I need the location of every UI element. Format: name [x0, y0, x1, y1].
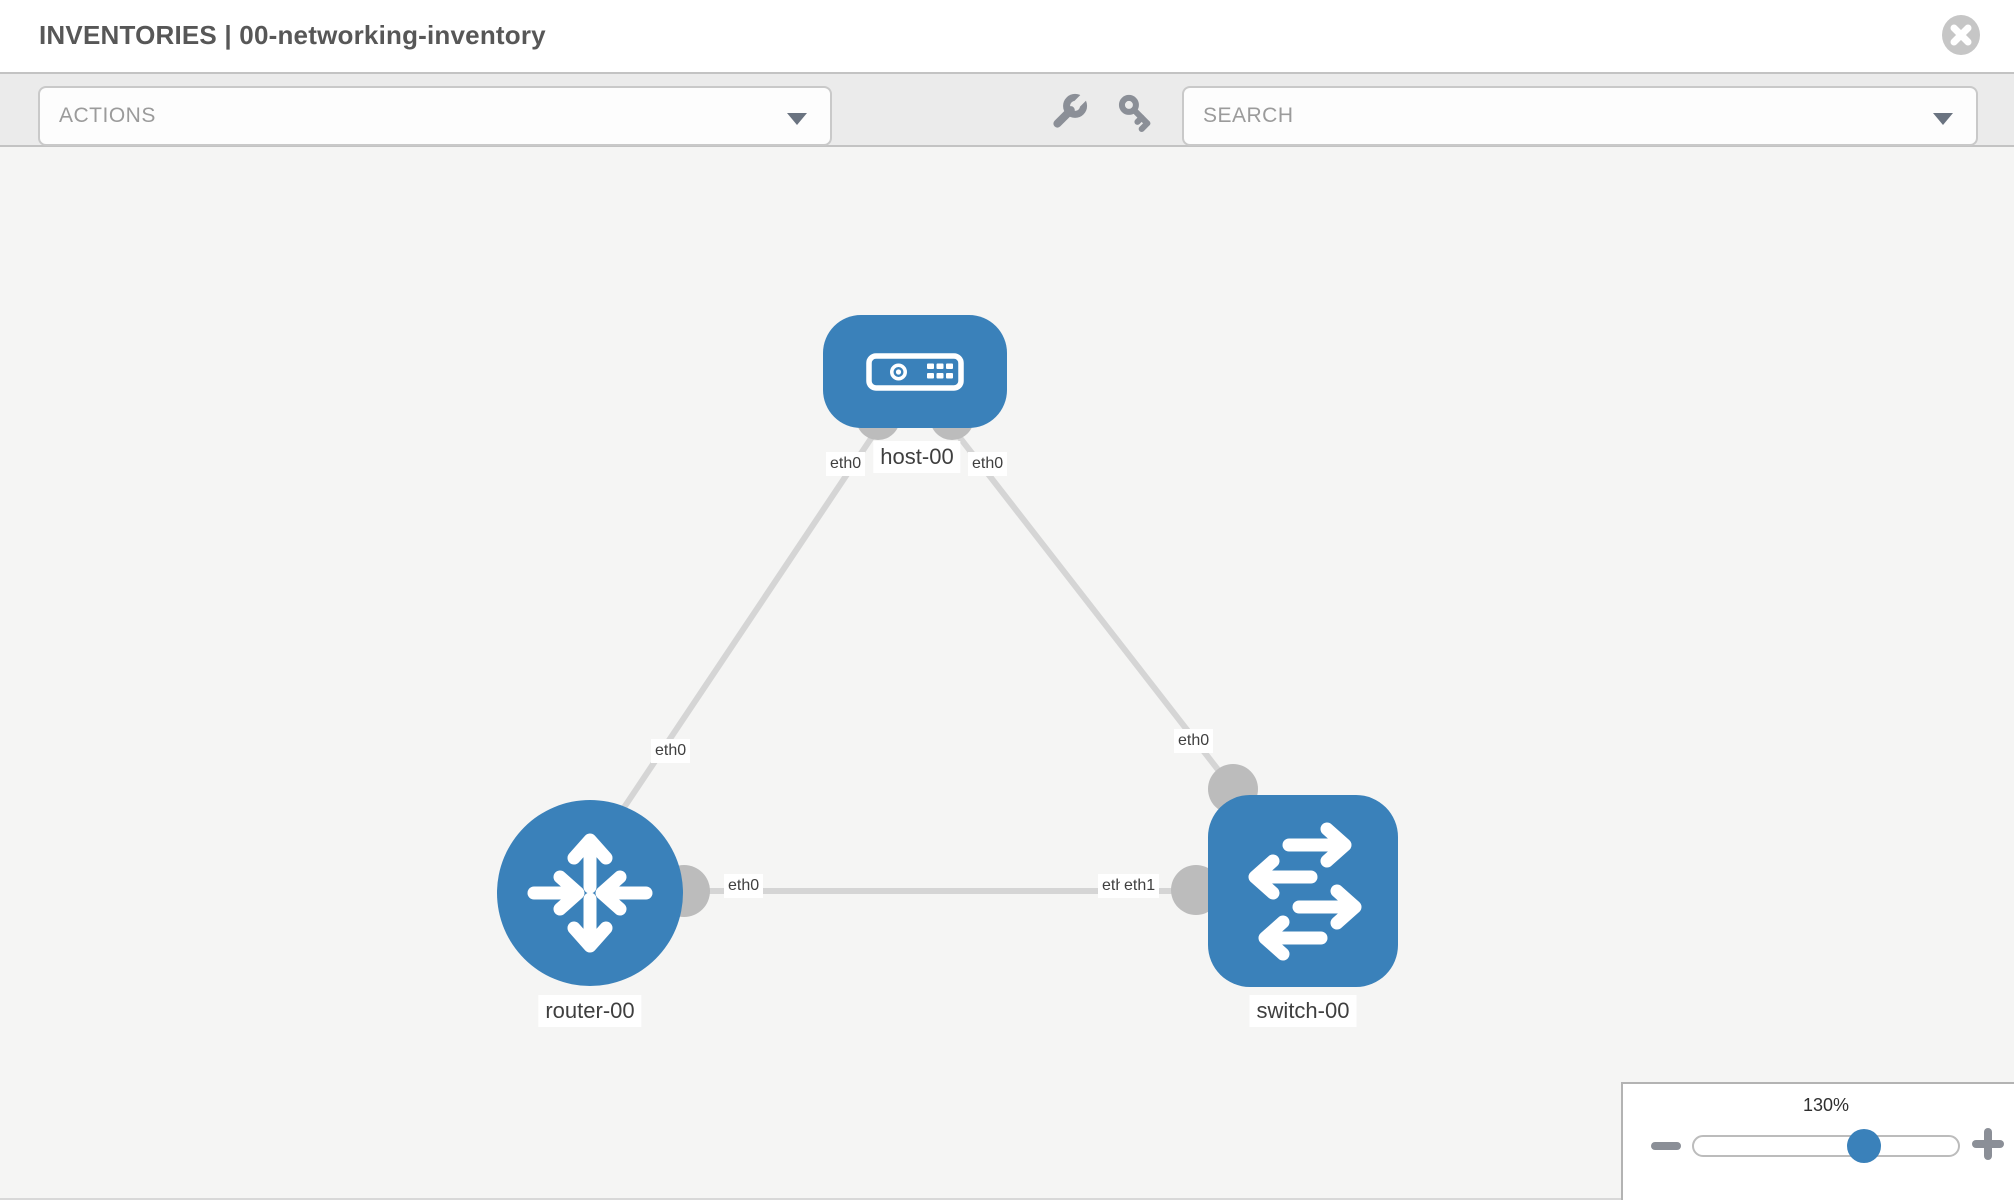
zoom-slider-knob[interactable]: [1847, 1129, 1881, 1163]
search-dropdown[interactable]: SEARCH: [1182, 86, 1978, 146]
router-arrows-icon: [527, 833, 653, 953]
link-host-switch[interactable]: [947, 423, 1236, 791]
node-host[interactable]: [823, 315, 1007, 428]
caret-down-icon: [787, 113, 807, 125]
minus-icon[interactable]: [1650, 1130, 1682, 1162]
wrench-icon[interactable]: [1046, 91, 1090, 135]
plus-icon[interactable]: [1972, 1128, 2004, 1160]
iface-label: eth0: [826, 452, 866, 476]
caret-down-icon: [1933, 113, 1953, 125]
actions-dropdown-placeholder: ACTIONS: [59, 104, 156, 127]
host-server-icon: [866, 353, 964, 391]
iface-label: eth0: [1174, 729, 1214, 753]
page-title: INVENTORIES | 00-networking-inventory: [39, 20, 546, 50]
node-label-router: router-00: [538, 995, 642, 1027]
node-switch[interactable]: [1208, 795, 1398, 987]
iface-label: eth1: [1120, 874, 1160, 898]
topology-canvas[interactable]: eth0 eth0 eth0 eth0 eth0 eth0 eth1 host-…: [0, 147, 2014, 1200]
iface-label: eth0: [724, 874, 764, 898]
zoom-control-panel: 130%: [1621, 1082, 2014, 1200]
search-dropdown-placeholder: SEARCH: [1203, 104, 1294, 127]
key-icon[interactable]: [1115, 91, 1159, 135]
interface-endpoints: [658, 396, 1258, 917]
zoom-level-value: 130%: [1802, 1095, 1850, 1115]
node-router[interactable]: [497, 800, 683, 986]
links: [614, 423, 1236, 894]
close-icon[interactable]: [1941, 15, 1981, 55]
iface-label: eth0: [968, 452, 1008, 476]
node-label-host: host-00: [873, 441, 961, 473]
topology-graph: [497, 315, 1398, 987]
zoom-slider[interactable]: [1692, 1135, 1960, 1157]
toolbar: ACTIONS SEARCH: [0, 72, 2014, 147]
header: INVENTORIES | 00-networking-inventory: [0, 0, 2014, 72]
node-label-switch: switch-00: [1249, 995, 1357, 1027]
switch-arrows-icon: [1248, 822, 1362, 961]
actions-dropdown[interactable]: ACTIONS: [38, 86, 832, 146]
iface-label: eth0: [651, 739, 691, 763]
